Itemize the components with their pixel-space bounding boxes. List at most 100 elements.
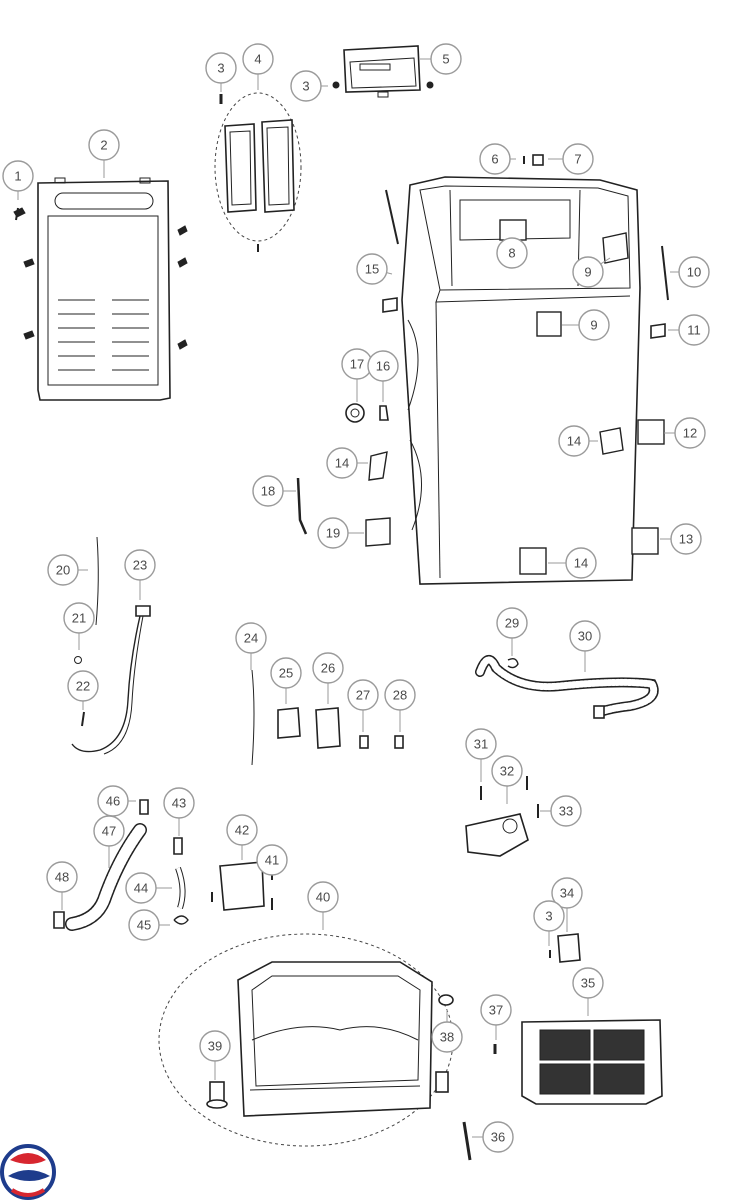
callout-circle bbox=[465, 728, 497, 760]
callout-label: 44 bbox=[134, 881, 148, 896]
callout-circle bbox=[67, 670, 99, 702]
part-4-control-bracket-pair bbox=[214, 92, 302, 252]
callout-c14a: 14 bbox=[558, 425, 590, 457]
callout-circle bbox=[199, 1030, 231, 1062]
callout-c6: 6 bbox=[479, 143, 511, 175]
callout-c26: 26 bbox=[312, 652, 344, 684]
callout-label: 45 bbox=[137, 918, 151, 933]
callout-c20: 20 bbox=[47, 554, 79, 586]
callout-label: 6 bbox=[491, 152, 498, 167]
callout-circle bbox=[205, 52, 237, 84]
callout-c15: 15 bbox=[356, 253, 388, 285]
part-40-base bbox=[158, 933, 454, 1147]
callout-c13: 13 bbox=[670, 523, 702, 555]
callout-circle bbox=[128, 909, 160, 941]
callout-label: 25 bbox=[279, 666, 293, 681]
callout-label: 16 bbox=[376, 359, 390, 374]
callout-circle bbox=[572, 256, 604, 288]
callout-circle bbox=[356, 253, 388, 285]
callout-label: 17 bbox=[350, 357, 364, 372]
callout-c23: 23 bbox=[124, 549, 156, 581]
leader-line-c15 bbox=[386, 272, 393, 275]
callout-c35: 35 bbox=[572, 967, 604, 999]
callout-label: 11 bbox=[687, 323, 701, 338]
leader-line-c9a bbox=[600, 257, 611, 265]
part-23-power-cord bbox=[71, 605, 151, 755]
callout-label: 21 bbox=[72, 611, 86, 626]
callout-circle bbox=[670, 523, 702, 555]
callout-c24: 24 bbox=[235, 622, 267, 654]
callout-circle bbox=[307, 881, 339, 913]
callout-c39: 39 bbox=[199, 1030, 231, 1062]
part-9-pad-side bbox=[536, 311, 562, 337]
callout-label: 46 bbox=[106, 794, 120, 809]
callout-label: 47 bbox=[102, 824, 116, 839]
part-43-part bbox=[173, 837, 183, 855]
callout-c8: 8 bbox=[496, 237, 528, 269]
callout-label: 3 bbox=[302, 79, 309, 94]
callout-c27: 27 bbox=[347, 679, 379, 711]
callout-label: 3 bbox=[545, 909, 552, 924]
callout-circle bbox=[550, 795, 582, 827]
callout-c45: 45 bbox=[128, 909, 160, 941]
part-hinge-left bbox=[382, 297, 398, 313]
part-13-pad bbox=[631, 527, 659, 555]
part-30-drain-hose bbox=[475, 655, 659, 719]
callout-c32: 32 bbox=[491, 755, 523, 787]
callout-c21: 21 bbox=[63, 602, 95, 634]
part-25-bag bbox=[277, 707, 301, 739]
part-46-part bbox=[139, 799, 149, 815]
callout-label: 13 bbox=[679, 532, 693, 547]
callout-circle bbox=[562, 143, 594, 175]
callout-c3b: 3 bbox=[290, 70, 322, 102]
callout-label: 15 bbox=[365, 262, 379, 277]
part-20-wire bbox=[95, 536, 99, 626]
callout-c1: 1 bbox=[2, 160, 34, 192]
brand-logo-icon bbox=[0, 1144, 56, 1200]
callout-label: 20 bbox=[56, 563, 70, 578]
callout-c43: 43 bbox=[163, 787, 195, 819]
callout-c28: 28 bbox=[384, 679, 416, 711]
callout-label: 29 bbox=[505, 616, 519, 631]
callout-label: 38 bbox=[440, 1030, 454, 1045]
part-44-hose bbox=[175, 866, 186, 909]
part-29-clip bbox=[507, 657, 519, 669]
part-26-manual bbox=[315, 707, 341, 749]
callout-label: 22 bbox=[76, 679, 90, 694]
callout-c44: 44 bbox=[125, 872, 157, 904]
callout-c18: 18 bbox=[252, 475, 284, 507]
leader-lines bbox=[17, 58, 679, 1138]
callout-c4: 4 bbox=[242, 43, 274, 75]
callout-c36: 36 bbox=[482, 1121, 514, 1153]
callout-label: 39 bbox=[208, 1039, 222, 1054]
callout-circle bbox=[480, 994, 512, 1026]
callout-circle bbox=[384, 679, 416, 711]
part-48-part bbox=[53, 911, 65, 929]
part-foot-right bbox=[435, 1071, 449, 1093]
part-17-knob bbox=[345, 403, 365, 423]
callout-circle bbox=[46, 861, 78, 893]
callout-c48: 48 bbox=[46, 861, 78, 893]
callout-circle bbox=[565, 547, 597, 579]
callout-c2: 2 bbox=[88, 129, 120, 161]
part-27-foot bbox=[359, 735, 369, 749]
callout-circle bbox=[124, 549, 156, 581]
callout-circle bbox=[572, 967, 604, 999]
callout-c40: 40 bbox=[307, 881, 339, 913]
callout-circle bbox=[226, 814, 258, 846]
callout-circle bbox=[252, 475, 284, 507]
callout-label: 2 bbox=[100, 138, 107, 153]
callout-circle bbox=[479, 143, 511, 175]
callout-c3a: 3 bbox=[205, 52, 237, 84]
callout-label: 27 bbox=[356, 688, 370, 703]
callout-circle bbox=[578, 309, 610, 341]
callout-label: 35 bbox=[581, 976, 595, 991]
callout-c33: 33 bbox=[550, 795, 582, 827]
callout-circle bbox=[63, 602, 95, 634]
callout-c11: 11 bbox=[678, 314, 710, 346]
part-14-pad-left bbox=[368, 451, 388, 481]
callout-label: 14 bbox=[567, 434, 581, 449]
callout-c19: 19 bbox=[317, 517, 349, 549]
callout-label: 33 bbox=[559, 804, 573, 819]
